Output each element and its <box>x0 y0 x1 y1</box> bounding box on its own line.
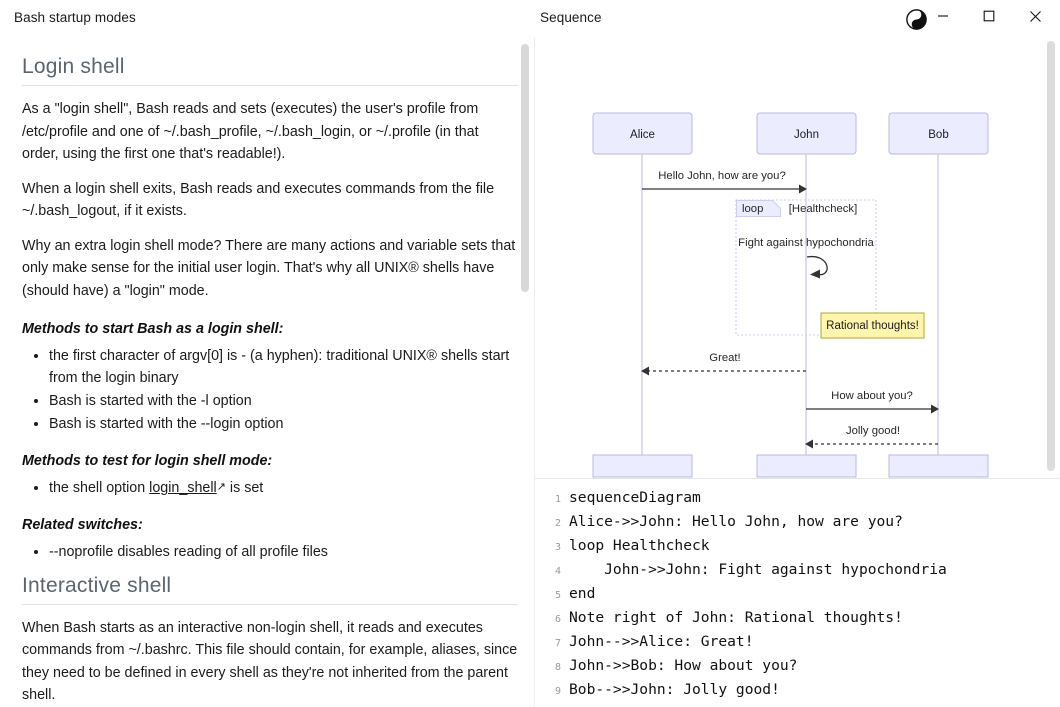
sequence-diagram-svg: loop [Healthcheck] Hello John, how are y… <box>592 112 989 478</box>
list-methods-test: the shell option login_shell↗ is set <box>22 477 518 499</box>
sequence-panel-title: Sequence <box>540 10 602 25</box>
paragraph: When Bash starts as an interactive non-l… <box>22 619 518 704</box>
message-label-4: How about you? <box>831 390 913 402</box>
paragraph: Why an extra login shell mode? There are… <box>22 237 516 300</box>
subheading-related-switches: Related switches: <box>22 517 143 534</box>
note-text: Rational thoughts! <box>826 320 919 332</box>
actor-box-john[interactable] <box>756 112 857 155</box>
line-text: Note right of John: Rational thoughts! <box>569 609 903 626</box>
section-heading-interactive-shell: Interactive shell <box>22 574 518 605</box>
maximize-button[interactable] <box>966 0 1012 32</box>
close-button[interactable] <box>1012 0 1058 32</box>
loop-label-text: loop <box>742 203 763 215</box>
loop-condition-text: [Healthcheck] <box>789 203 857 215</box>
note-box <box>820 312 925 339</box>
message-selfloop-2 <box>806 256 828 276</box>
subheading-methods-test: Methods to test for login shell mode: <box>22 453 273 470</box>
actor-box-bottom-alice[interactable] <box>592 454 693 478</box>
code-line[interactable]: 4 John->>John: Fight against hypochondri… <box>535 561 1060 585</box>
message-label-1: Hello John, how are you? <box>658 170 785 182</box>
code-line[interactable]: 2 Alice->>John: Hello John, how are you? <box>535 513 1060 537</box>
vertical-divider[interactable] <box>534 37 535 707</box>
maximize-icon <box>983 10 995 22</box>
line-text: sequenceDiagram <box>569 489 701 506</box>
external-link-icon: ↗ <box>216 481 226 494</box>
arrowhead-4 <box>931 404 939 414</box>
actor-label-alice: Alice <box>630 129 655 141</box>
message-label-2: Fight against hypochondria <box>738 237 874 249</box>
document-title: Bash startup modes <box>14 10 136 25</box>
line-number: 4 <box>554 566 561 577</box>
minimize-button[interactable] <box>920 0 966 32</box>
message-label-5: Jolly good! <box>846 425 900 437</box>
right-pane: loop [Healthcheck] Hello John, how are y… <box>535 37 1060 707</box>
line-number: 1 <box>554 494 561 505</box>
diagram-scrollbar[interactable] <box>1046 39 1056 476</box>
actor-box-bottom-john[interactable] <box>756 454 857 478</box>
list-item: Bash is started with the -l option <box>49 390 518 412</box>
line-text: Alice->>John: Hello John, how are you? <box>569 513 903 530</box>
code-line[interactable]: 3 loop Healthcheck <box>535 537 1060 561</box>
list-methods-start: the first character of argv[0] is - (a h… <box>22 345 518 436</box>
subheading-methods-start: Methods to start Bash as a login shell: <box>22 320 284 337</box>
loop-frame <box>735 199 877 336</box>
code-line[interactable]: 9 Bob-->>John: Jolly good! <box>535 681 1060 705</box>
code-editor[interactable]: 1 sequenceDiagram 2 Alice->>John: Hello … <box>535 479 1060 707</box>
line-number: 3 <box>554 542 561 553</box>
list-item-login-shell-option: the shell option login_shell↗ is set <box>49 477 518 499</box>
document-pane[interactable]: Login shell As a "login shell", Bash rea… <box>2 37 534 707</box>
horizontal-divider[interactable] <box>535 478 1060 479</box>
sequence-diagram-pane[interactable]: loop [Healthcheck] Hello John, how are y… <box>535 37 1060 478</box>
login-shell-link[interactable]: login_shell <box>149 480 217 497</box>
list-item: Bash is started with the --login option <box>49 413 518 435</box>
arrowhead-1 <box>799 184 807 194</box>
list-item: --noprofile disables reading of all prof… <box>49 541 518 563</box>
line-text: Bob-->>John: Jolly good! <box>569 681 780 698</box>
actor-box-bottom-bob[interactable] <box>888 454 989 478</box>
title-bar: Bash startup modes Sequence <box>0 0 1060 37</box>
list-item-prefix: the shell option <box>49 480 150 497</box>
list-item-suffix: is set <box>225 480 264 497</box>
list-related-switches: --noprofile disables reading of all prof… <box>22 541 518 563</box>
arrowhead-3 <box>641 366 649 376</box>
line-text: John-->>Alice: Great! <box>569 633 754 650</box>
message-label-3: Great! <box>709 352 740 364</box>
line-number: 6 <box>554 614 561 625</box>
code-line[interactable]: 8 John->>Bob: How about you? <box>535 657 1060 681</box>
arrowhead-5 <box>805 439 813 449</box>
code-line[interactable]: 1 sequenceDiagram <box>535 489 1060 513</box>
yin-yang-glyph <box>905 8 927 30</box>
line-number: 8 <box>554 662 561 673</box>
line-number: 7 <box>554 638 561 649</box>
line-text: John->>John: Fight against hypochondria <box>569 561 947 578</box>
actor-label-bob: Bob <box>928 129 948 141</box>
list-item: the first character of argv[0] is - (a h… <box>49 345 518 389</box>
line-text: end <box>569 585 596 602</box>
document-scrollbar[interactable] <box>520 37 530 707</box>
arrowhead-2 <box>810 269 820 279</box>
line-number: 2 <box>554 518 561 529</box>
code-line[interactable]: 5 end <box>535 585 1060 609</box>
paragraph: As a "login shell", Bash reads and sets … <box>22 101 479 163</box>
diagram-scrollbar-thumb[interactable] <box>1047 41 1055 471</box>
minimize-icon <box>938 15 948 17</box>
yin-yang-icon[interactable] <box>900 3 932 35</box>
code-line[interactable]: 7 John-->>Alice: Great! <box>535 633 1060 657</box>
code-line[interactable]: 6 Note right of John: Rational thoughts! <box>535 609 1060 633</box>
loop-label-box <box>736 200 781 217</box>
document-scrollbar-thumb[interactable] <box>521 44 529 292</box>
actor-box-bob[interactable] <box>888 112 989 155</box>
section-heading-login-shell: Login shell <box>22 55 518 86</box>
document-content: Login shell As a "login shell", Bash rea… <box>22 45 518 707</box>
line-number: 5 <box>554 590 561 601</box>
paragraph: When a login shell exits, Bash reads and… <box>22 180 495 220</box>
close-icon <box>1029 10 1041 22</box>
line-number: 9 <box>554 686 561 697</box>
line-text: loop Healthcheck <box>569 537 710 554</box>
actor-box-alice[interactable] <box>592 112 693 155</box>
line-text: John->>Bob: How about you? <box>569 657 798 674</box>
actor-label-john: John <box>794 129 819 141</box>
